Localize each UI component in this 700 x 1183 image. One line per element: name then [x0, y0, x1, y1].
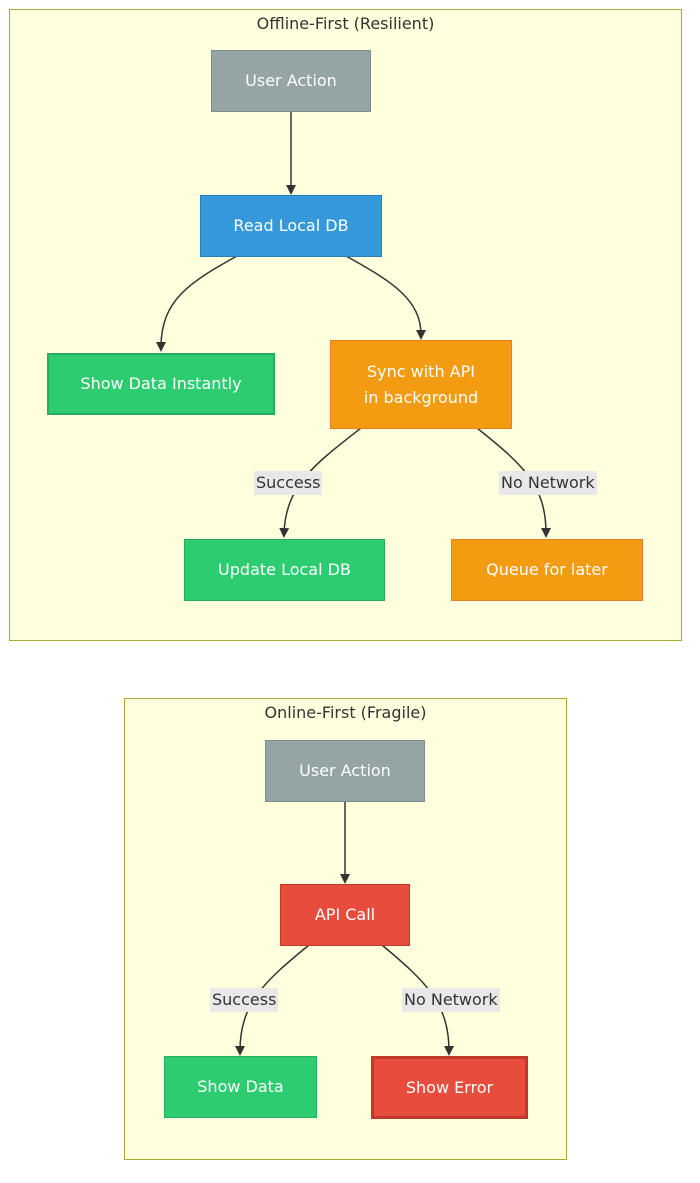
sync-with-api-node: Sync with API in background [330, 340, 512, 429]
offline-first-title: Offline-First (Resilient) [256, 14, 435, 33]
show-data-node: Show Data [164, 1056, 317, 1118]
offline-success-edge-label: Success [254, 471, 323, 495]
online-user-action-node: User Action [265, 740, 425, 802]
online-success-edge-label: Success [210, 988, 279, 1012]
edge-read-local-db-to-show-data-instantly [156, 255, 238, 352]
read-local-db-node: Read Local DB [200, 195, 382, 257]
show-data-instantly-node: Show Data Instantly [47, 353, 275, 415]
edge-read-local-db-to-sync-with-api [345, 255, 426, 340]
offline-first-cluster: Offline-First (Resilient) [9, 9, 682, 641]
api-call-node: API Call [280, 884, 410, 946]
show-error-node: Show Error [371, 1056, 528, 1119]
queue-for-later-node: Queue for later [451, 539, 643, 601]
update-local-db-node: Update Local DB [184, 539, 385, 601]
offline-no-network-edge-label: No Network [499, 471, 597, 495]
online-no-network-edge-label: No Network [402, 988, 500, 1012]
offline-user-action-node: User Action [211, 50, 371, 112]
online-first-title: Online-First (Fragile) [264, 703, 427, 722]
